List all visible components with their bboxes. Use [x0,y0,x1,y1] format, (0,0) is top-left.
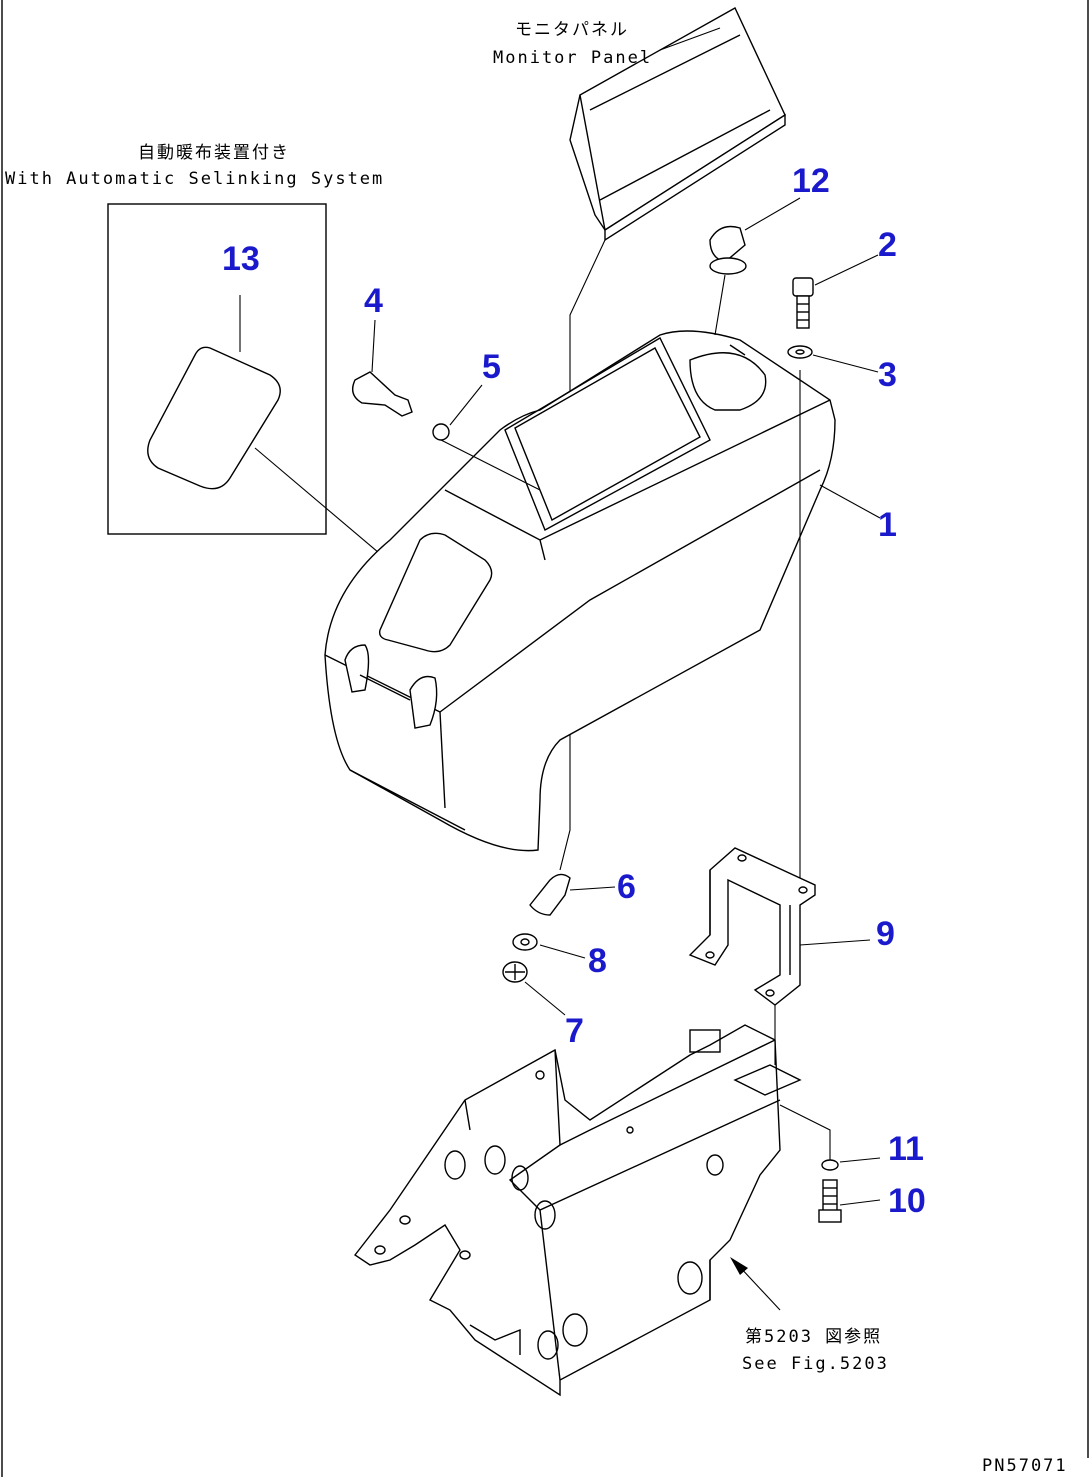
bolt-and-washer [787,254,879,885]
callout-12: 12 [792,162,830,200]
monitor-panel-label-jp: モニタパネル [515,20,629,40]
monitor-panel [559,7,786,871]
see-fig-label-jp: 第5203 図参照 [745,1327,882,1347]
cover-part-13 [147,346,281,490]
callout-2: 2 [878,226,897,264]
base-frame [353,1005,802,1397]
callout-5: 5 [482,348,501,386]
console-knob-left [344,644,370,693]
callout-6: 6 [617,868,636,906]
callout-11: 11 [888,1130,924,1168]
callout-10: 10 [888,1182,926,1220]
console-knob-right [409,675,438,729]
console-body [324,330,881,852]
callout-3: 3 [878,356,897,394]
callout-1: 1 [878,506,897,544]
option-label-en: With Automatic Selinking System [5,169,384,189]
key-switch [709,197,801,336]
callout-4: 4 [364,282,383,320]
callout-8: 8 [588,942,607,980]
monitor-panel-label-en: Monitor Panel [493,48,652,68]
key-switch-boss [689,352,767,411]
console-switch-panel [378,532,493,653]
bottom-bolt-and-washer [779,1104,881,1223]
see-fig-arrow [730,1257,781,1311]
callout-13: 13 [222,240,260,278]
see-fig-label-en: See Fig.5203 [742,1354,889,1374]
callout-7: 7 [565,1012,584,1050]
callout-9: 9 [876,915,895,953]
bolt-and-washer-left [352,319,541,491]
small-hardware [502,873,616,1016]
bracket [688,847,871,1006]
option-label-jp: 自動暖布装置付き [138,143,290,163]
console-display-recess [504,337,711,531]
drawing-code: PN57071 [982,1456,1068,1476]
